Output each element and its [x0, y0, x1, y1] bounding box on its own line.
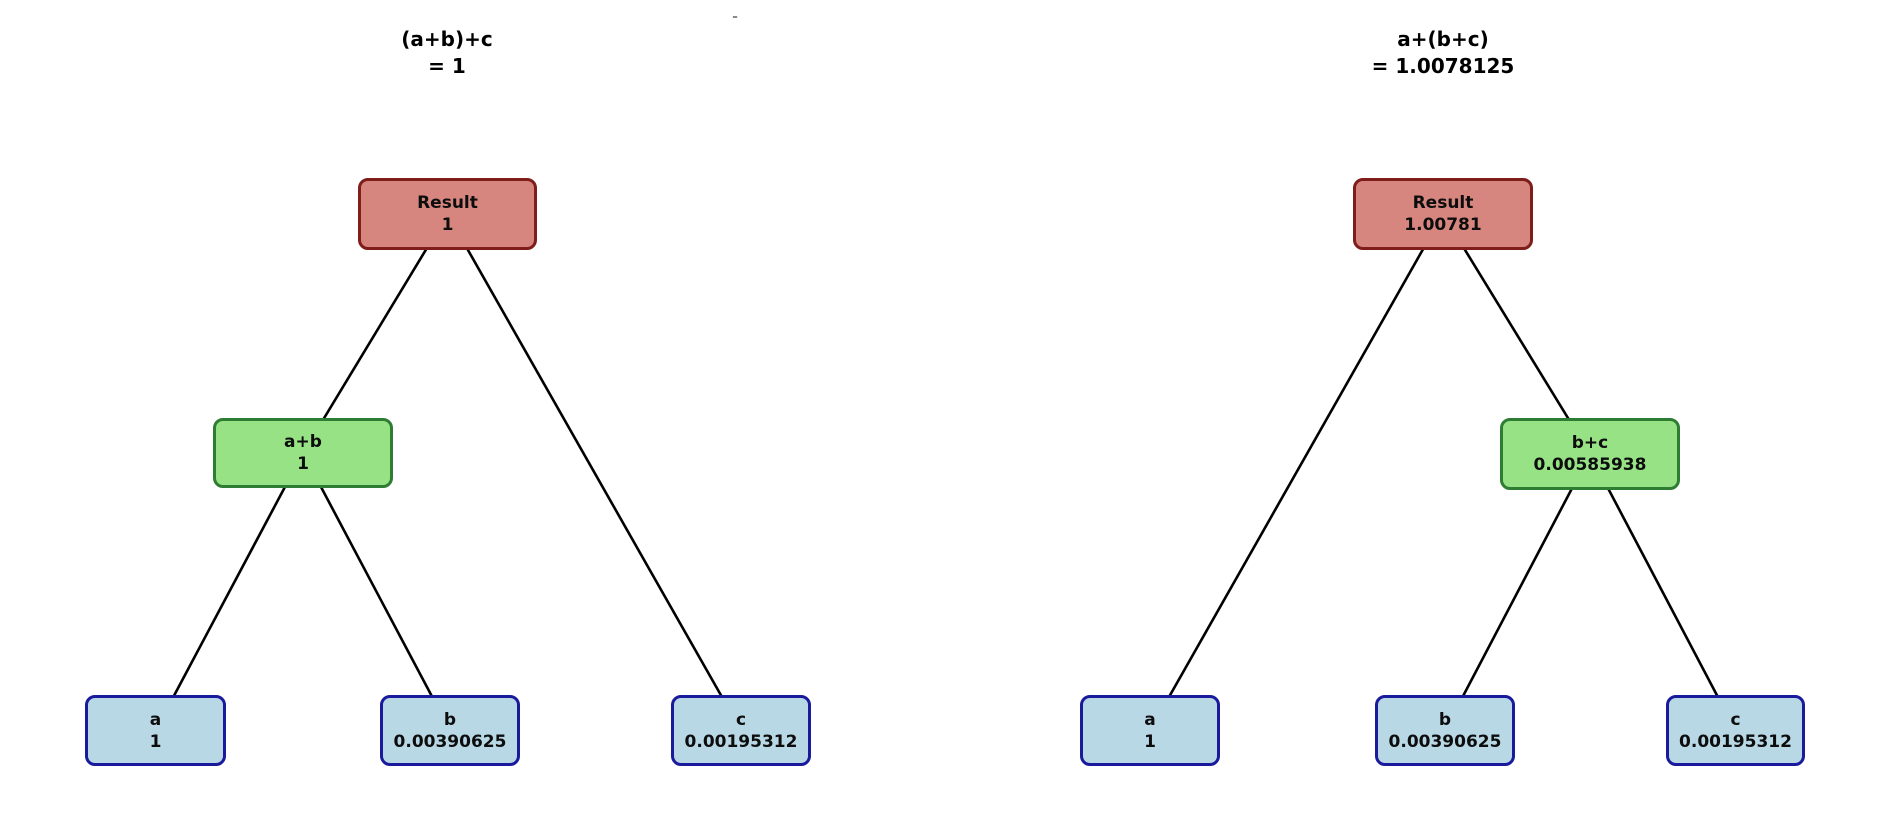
right-leaf-a-value: 1: [1144, 731, 1156, 752]
right-leaf-a-label: a: [1144, 709, 1156, 730]
edge-left-result-to-c: [446, 213, 743, 732]
edge-right-result-to-a: [1148, 213, 1445, 732]
right-tree-title: a+(b+c) = 1.0078125: [1372, 26, 1515, 80]
edge-left-result-to-op: [301, 213, 449, 454]
right-leaf-c-node: c 0.00195312: [1666, 695, 1805, 766]
left-leaf-b-value: 0.00390625: [393, 731, 507, 752]
left-leaf-c-label: c: [735, 709, 747, 730]
right-tree-title-result: = 1.0078125: [1371, 54, 1515, 78]
right-leaf-c-label: c: [1730, 709, 1741, 730]
edge-right-op-to-c: [1588, 453, 1737, 732]
right-leaf-b-label: b: [1438, 709, 1452, 730]
edge-right-result-to-op: [1441, 213, 1592, 455]
left-leaf-c-node: c 0.00195312: [671, 695, 811, 766]
edge-right-op-to-b: [1443, 453, 1592, 732]
left-result-node: Result 1: [358, 178, 537, 250]
left-leaf-a-node: a 1: [85, 695, 226, 766]
edge-left-op-to-b: [301, 452, 452, 732]
right-result-node-value: 1.00781: [1404, 215, 1482, 235]
right-op-node: b+c 0.00585938: [1500, 418, 1680, 490]
left-op-node: a+b 1: [213, 418, 393, 488]
right-result-node-label: Result: [1412, 193, 1474, 213]
left-leaf-b-label: b: [443, 709, 457, 730]
left-leaf-a-label: a: [149, 709, 162, 730]
left-leaf-a-value: 1: [149, 731, 162, 752]
left-op-node-label: a+b: [284, 432, 322, 452]
edge-left-op-to-a: [154, 452, 305, 732]
left-result-node-label: Result: [417, 193, 478, 213]
left-leaf-b-node: b 0.00390625: [380, 695, 520, 766]
right-leaf-c-value: 0.00195312: [1679, 731, 1792, 752]
right-leaf-a-node: a 1: [1080, 695, 1220, 766]
left-leaf-c-value: 0.00195312: [684, 731, 798, 752]
right-leaf-b-value: 0.00390625: [1388, 731, 1502, 752]
right-op-node-label: b+c: [1571, 433, 1609, 453]
left-tree-title-result: = 1: [428, 54, 466, 78]
right-op-node-value: 0.00585938: [1533, 455, 1647, 475]
figure-suptitle: -: [732, 9, 738, 25]
right-leaf-b-node: b 0.00390625: [1375, 695, 1515, 766]
right-result-node: Result 1.00781: [1353, 178, 1533, 250]
left-result-node-value: 1: [441, 215, 454, 235]
left-tree-title-expression: (a+b)+c: [401, 27, 493, 51]
left-op-node-value: 1: [297, 454, 309, 474]
left-tree-title: (a+b)+c = 1: [401, 26, 492, 80]
right-tree-title-expression: a+(b+c): [1397, 27, 1489, 51]
